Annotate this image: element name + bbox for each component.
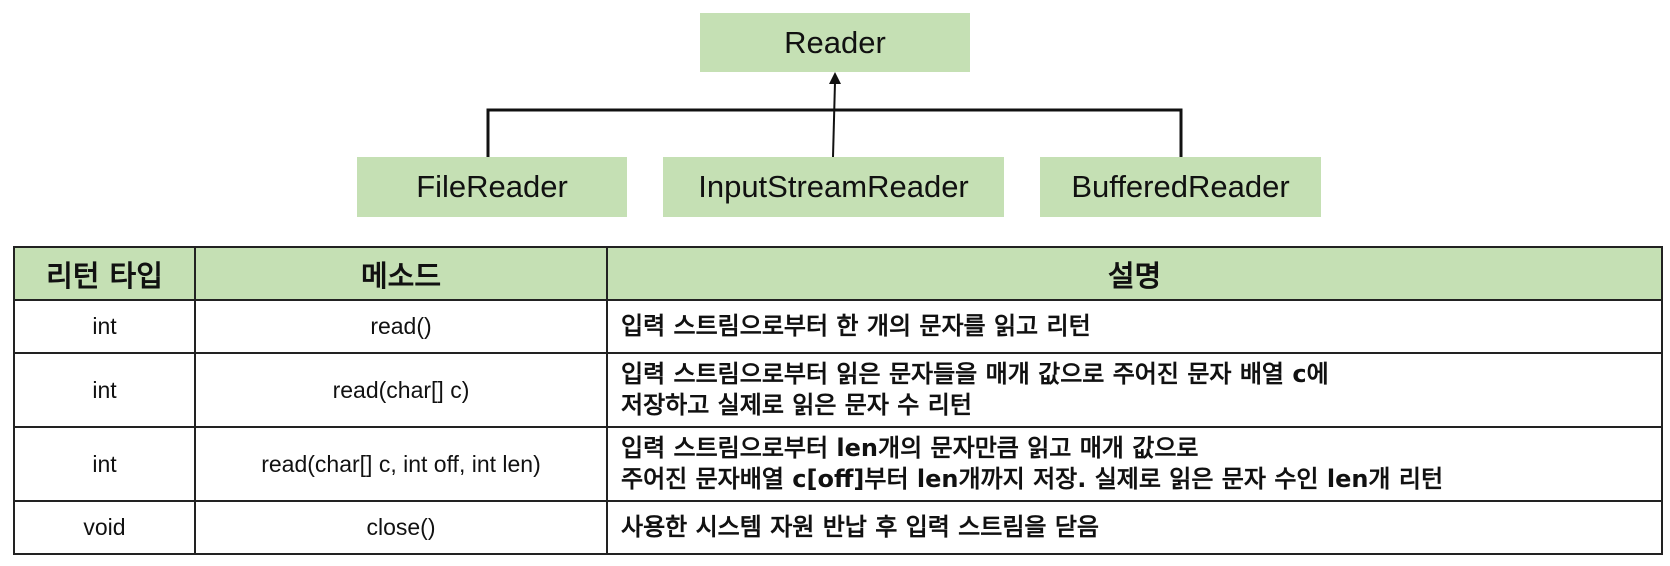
reader-label: Reader bbox=[784, 24, 886, 60]
table-header-row: 리턴 타입 메소드 설명 bbox=[13, 246, 1663, 301]
description-line: 입력 스트림으로부터 한 개의 문자를 읽고 리턴 bbox=[621, 312, 1091, 340]
bracket-line bbox=[486, 108, 1183, 157]
return-type-cell: int bbox=[13, 299, 196, 354]
description-line: 주어진 문자배열 c[off]부터 len개까지 저장. 실제로 읽은 문자 수… bbox=[621, 465, 1444, 493]
inheritance-arrowhead bbox=[829, 72, 841, 84]
bufferedreader-label: BufferedReader bbox=[1071, 169, 1290, 204]
return-type-cell: void bbox=[13, 500, 196, 555]
header-description: 설명 bbox=[606, 246, 1663, 301]
inputstreamreader-box: InputStreamReader bbox=[663, 157, 1004, 217]
description-cell: 입력 스트림으로부터 len개의 문자만큼 읽고 매개 값으로 주어진 문자배열… bbox=[606, 426, 1663, 502]
return-type-cell: int bbox=[13, 352, 196, 428]
table-row: int read(char[] c) 입력 스트림으로부터 읽은 문자들을 매개… bbox=[13, 352, 1663, 428]
table-row: int read(char[] c, int off, int len) 입력 … bbox=[13, 426, 1663, 502]
description-line: 입력 스트림으로부터 len개의 문자만큼 읽고 매개 값으로 bbox=[621, 434, 1199, 462]
inputstreamreader-label: InputStreamReader bbox=[698, 169, 969, 204]
table-row: void close() 사용한 시스템 자원 반납 후 입력 스트림을 닫음 bbox=[13, 500, 1663, 555]
return-type-cell: int bbox=[13, 426, 196, 502]
header-return-type: 리턴 타입 bbox=[13, 246, 196, 301]
description-cell: 입력 스트림으로부터 읽은 문자들을 매개 값으로 주어진 문자 배열 c에 저… bbox=[606, 352, 1663, 428]
inheritance-line bbox=[832, 81, 836, 158]
table-row: int read() 입력 스트림으로부터 한 개의 문자를 읽고 리턴 bbox=[13, 299, 1663, 354]
description-line: 사용한 시스템 자원 반납 후 입력 스트림을 닫음 bbox=[621, 513, 1100, 541]
header-method: 메소드 bbox=[194, 246, 608, 301]
method-cell: read() bbox=[194, 299, 608, 354]
method-cell: read(char[] c, int off, int len) bbox=[194, 426, 608, 502]
description-cell: 사용한 시스템 자원 반납 후 입력 스트림을 닫음 bbox=[606, 500, 1663, 555]
bufferedreader-box: BufferedReader bbox=[1040, 157, 1321, 217]
reader-box: Reader bbox=[700, 13, 970, 72]
filereader-label: FileReader bbox=[416, 169, 568, 204]
filereader-box: FileReader bbox=[357, 157, 627, 217]
description-cell: 입력 스트림으로부터 한 개의 문자를 읽고 리턴 bbox=[606, 299, 1663, 354]
method-table: 리턴 타입 메소드 설명 int read() 입력 스트림으로부터 한 개의 … bbox=[13, 246, 1663, 555]
description-line: 입력 스트림으로부터 읽은 문자들을 매개 값으로 주어진 문자 배열 c에 bbox=[621, 360, 1329, 388]
method-cell: close() bbox=[194, 500, 608, 555]
description-line: 저장하고 실제로 읽은 문자 수 리턴 bbox=[621, 391, 972, 419]
method-cell: read(char[] c) bbox=[194, 352, 608, 428]
